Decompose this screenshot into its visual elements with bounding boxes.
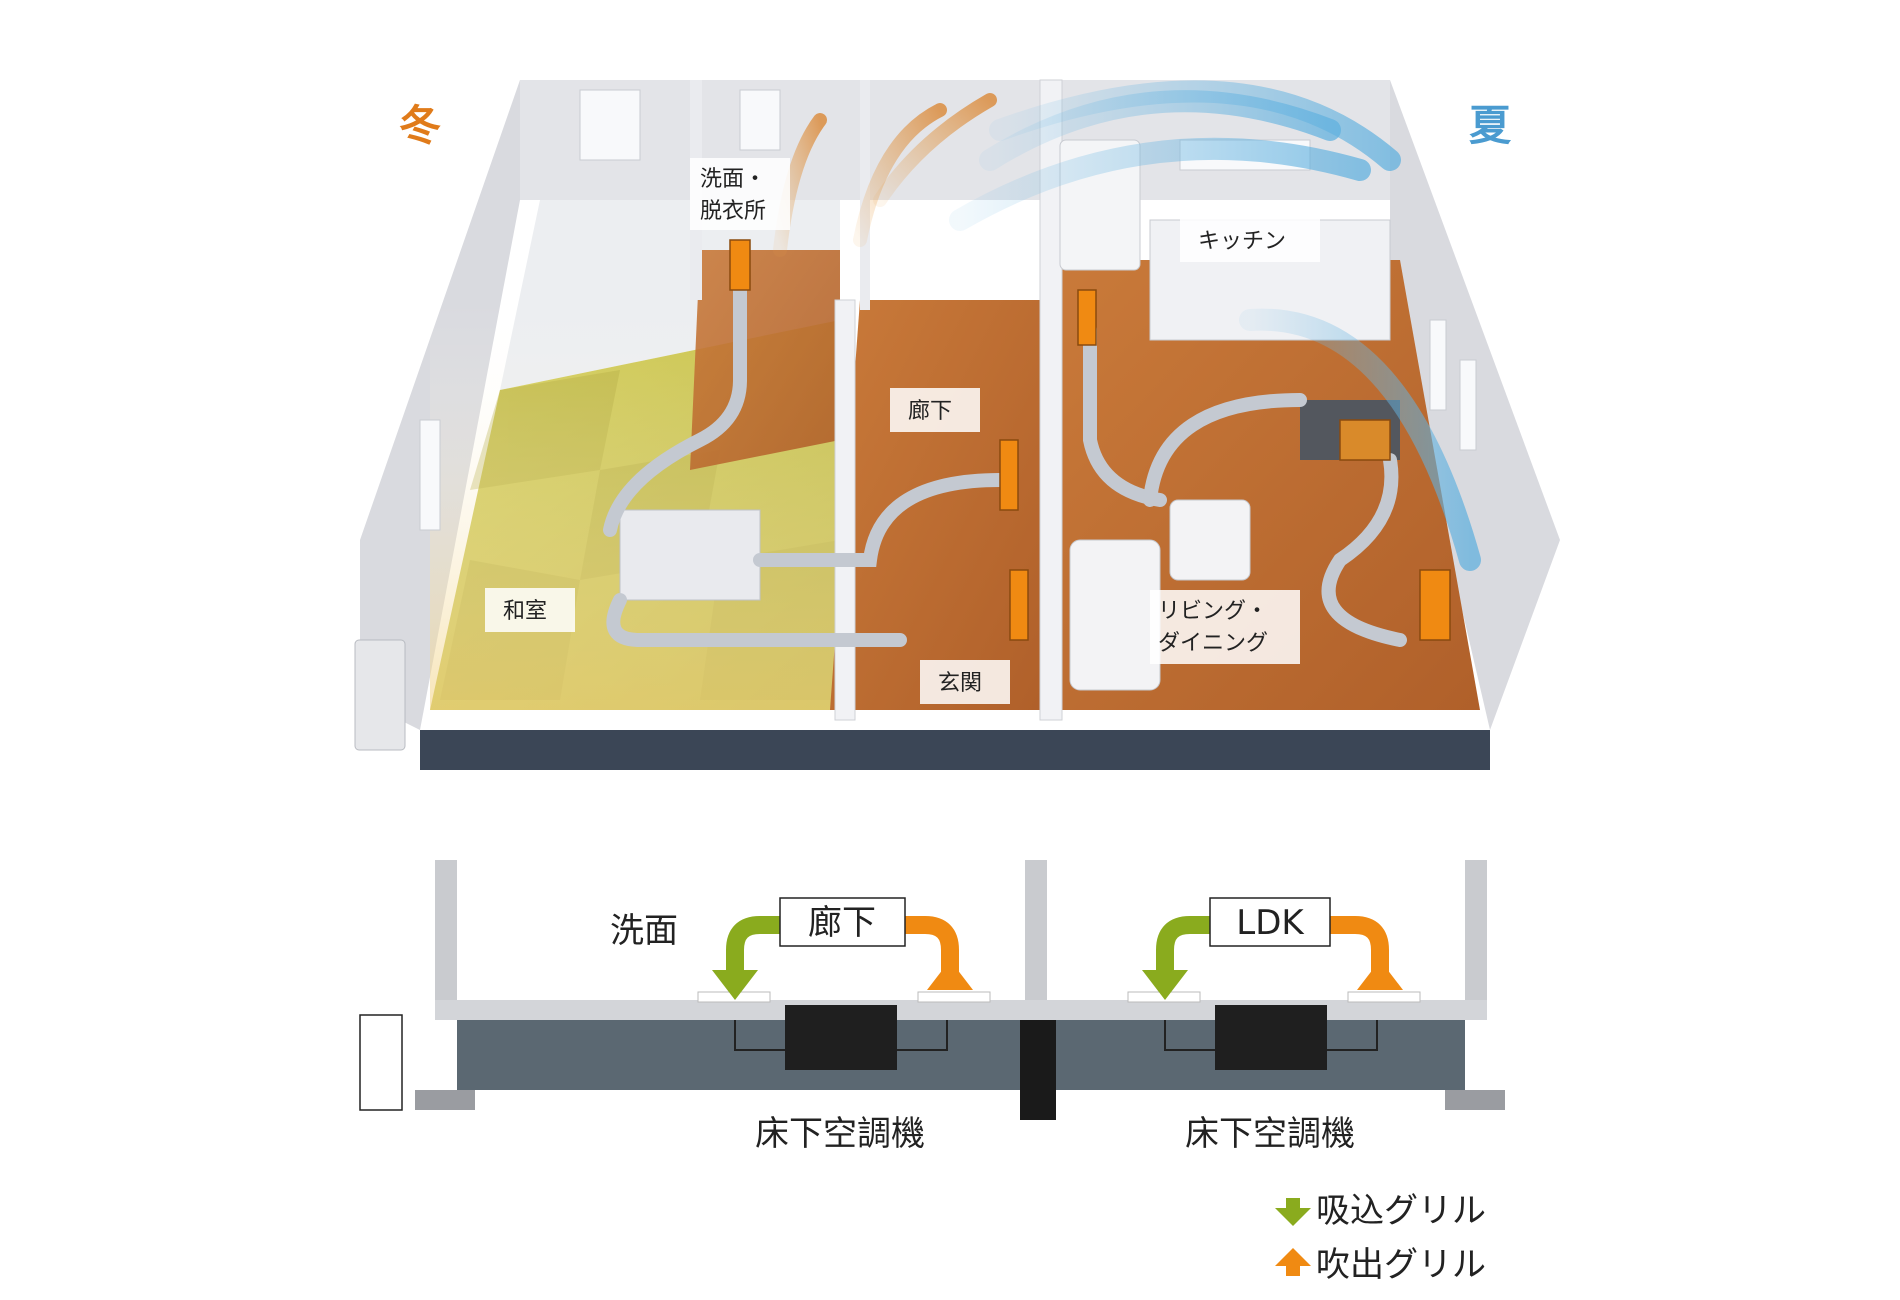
room-tag-washroom [690, 158, 790, 230]
legend: 吸込グリル 吹出グリル [1275, 1191, 1486, 1285]
section-unit-right-label: 床下空調機 [1185, 1114, 1355, 1154]
hallway-floor [830, 300, 1040, 710]
section-ldk-label: LDK [1236, 903, 1305, 943]
intake-arrow-right [1142, 970, 1188, 1000]
outdoor-unit [354, 639, 406, 751]
footing-mid [1020, 1020, 1056, 1120]
summer-label: 夏 [1469, 101, 1512, 150]
room-tag-hallway [890, 388, 980, 432]
room-tag-japanese [485, 588, 575, 632]
legend-outlet-shaft [1286, 1264, 1300, 1276]
legend-outlet-label: 吹出グリル [1316, 1245, 1486, 1285]
summer-airflow [949, 80, 1481, 571]
room-tag-entrance [920, 660, 1010, 704]
room-ldk-line2: ダイニング [1158, 631, 1268, 656]
section-box-hallway [779, 897, 906, 947]
footing-right [1445, 1090, 1505, 1110]
room-tag-ldk [1150, 590, 1300, 664]
legend-intake-icon [1275, 1208, 1311, 1226]
winter-label: 冬 [399, 101, 441, 150]
room-kitchen: キッチン [1198, 229, 1286, 254]
grille-right-outlet [1347, 991, 1421, 1003]
sofa [1069, 539, 1161, 691]
outlet-arrow-left [927, 960, 973, 990]
section-diagram: 廊下 LDK 洗面 床下空調機 床下空調機 [359, 860, 1505, 1154]
ac-unit-left [785, 1005, 897, 1070]
section-hallway-label: 廊下 [808, 903, 876, 943]
outdoor-unit-section [359, 1014, 403, 1111]
section-wall-right [1465, 860, 1487, 1000]
ac-unit-right [1215, 1005, 1327, 1070]
ducts [603, 283, 1407, 647]
room-japanese: 和室 [503, 599, 547, 624]
section-box-ldk [1209, 897, 1331, 947]
foundation-slab [420, 730, 1490, 770]
room-washroom-line2: 脱衣所 [700, 199, 766, 224]
section-wall-mid [1025, 860, 1047, 1000]
section-washroom-label: 洗面 [610, 911, 678, 951]
grille-left-outlet [917, 991, 991, 1003]
section-unit-left-label: 床下空調機 [755, 1114, 925, 1154]
room-hallway: 廊下 [908, 399, 952, 424]
room-labels: 洗面・ 脱衣所 キッチン 廊下 和室 リビング・ ダイニング 玄関 [485, 158, 1320, 704]
legend-intake-shaft [1286, 1198, 1300, 1210]
footing-left [415, 1090, 475, 1110]
section-pipes [734, 1020, 1378, 1051]
armchair [1169, 499, 1251, 581]
winter-airflow [773, 93, 997, 257]
partition-wall-1 [834, 299, 856, 721]
grilles-3d [729, 239, 1451, 641]
legend-outlet-icon [1275, 1248, 1311, 1266]
room-ldk-line1: リビング・ [1158, 599, 1268, 624]
section-floor [435, 1000, 1487, 1020]
intake-flow-right [1156, 916, 1210, 975]
japanese-table [619, 509, 761, 601]
intake-arrow-left [712, 970, 758, 1000]
outlet-flow-left [905, 916, 959, 975]
outlet-flow-right [1330, 916, 1389, 975]
room-tag-kitchen [1180, 218, 1320, 262]
intake-flow-left [726, 916, 780, 975]
room-washroom-line1: 洗面・ [700, 167, 766, 192]
section-wall-left [435, 860, 457, 1000]
outlet-arrow-right [1357, 960, 1403, 990]
partition-wall-2 [1039, 79, 1063, 721]
legend-intake-label: 吸込グリル [1316, 1191, 1486, 1231]
room-entrance: 玄関 [938, 671, 982, 696]
